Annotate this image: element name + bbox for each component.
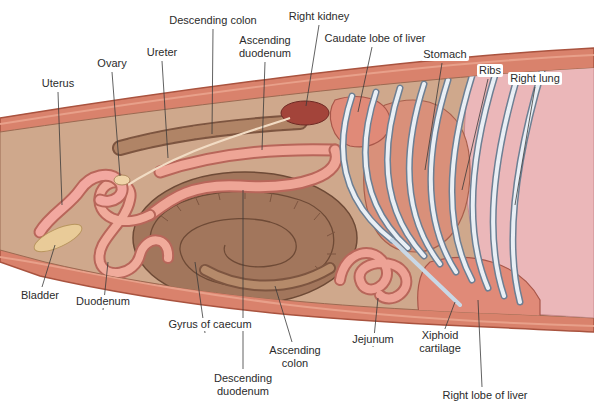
leader-line [425, 63, 442, 170]
organ-label: Right lobe of liver [441, 389, 530, 402]
ascending-duodenum [160, 150, 335, 172]
jejunum [340, 253, 406, 298]
organ-label: Ovary [95, 57, 128, 70]
uterus-fill [40, 175, 122, 232]
ovary [114, 175, 130, 185]
organ-label: Descending duodenum [205, 372, 281, 398]
organ-label: Jejunum [350, 333, 396, 346]
right-kidney [281, 101, 329, 125]
organ-label: Ascending colon [263, 344, 327, 370]
ascending-duodenum-fill [160, 150, 335, 172]
ascending-colon-fill [205, 268, 330, 286]
xiphoid-cartilage [392, 240, 460, 305]
leader-line [462, 79, 488, 190]
organ-label: Uterus [40, 77, 76, 90]
organ-label: Ribs [477, 64, 503, 77]
viscera [31, 64, 594, 320]
leader-line [275, 286, 292, 342]
leader-line [358, 47, 372, 112]
leader-line [515, 87, 535, 205]
organ-label: Caudate lobe of liver [323, 32, 428, 45]
muscle-fibres [0, 55, 594, 326]
organ-label: Right lung [508, 72, 562, 85]
leader-line [212, 29, 213, 134]
organ-label: Ureter [145, 46, 180, 59]
caecum-folds [160, 190, 336, 272]
organ-label: Bladder [19, 289, 61, 302]
leader-line [262, 62, 265, 150]
leader-line [112, 72, 120, 176]
jejunum-fill [340, 253, 406, 298]
ascending-colon [205, 268, 330, 286]
organ-label: Duodenum [74, 295, 132, 308]
organ-label: Xiphoid cartilage [410, 329, 470, 355]
organ-label: Ascending duodenum [232, 34, 298, 60]
ureter [120, 118, 290, 190]
organ-label: Gyrus of caecum [166, 318, 253, 331]
leader-lines [42, 25, 535, 387]
leader-line [243, 190, 244, 369]
leader-line [58, 92, 62, 205]
ribs [343, 64, 544, 305]
leader-line [306, 25, 319, 106]
bladder [31, 219, 86, 257]
rib-outline [343, 64, 544, 302]
body-wall [0, 48, 594, 332]
leader-line [162, 61, 168, 158]
organ-label: Right kidney [287, 10, 352, 23]
rib [343, 64, 544, 302]
leader-line [478, 300, 482, 387]
leader-line [42, 245, 55, 287]
organ-label: Stomach [421, 48, 468, 61]
caudate-lobe [330, 97, 390, 147]
organ-label: Descending colon [167, 14, 258, 27]
uterus [40, 175, 122, 232]
